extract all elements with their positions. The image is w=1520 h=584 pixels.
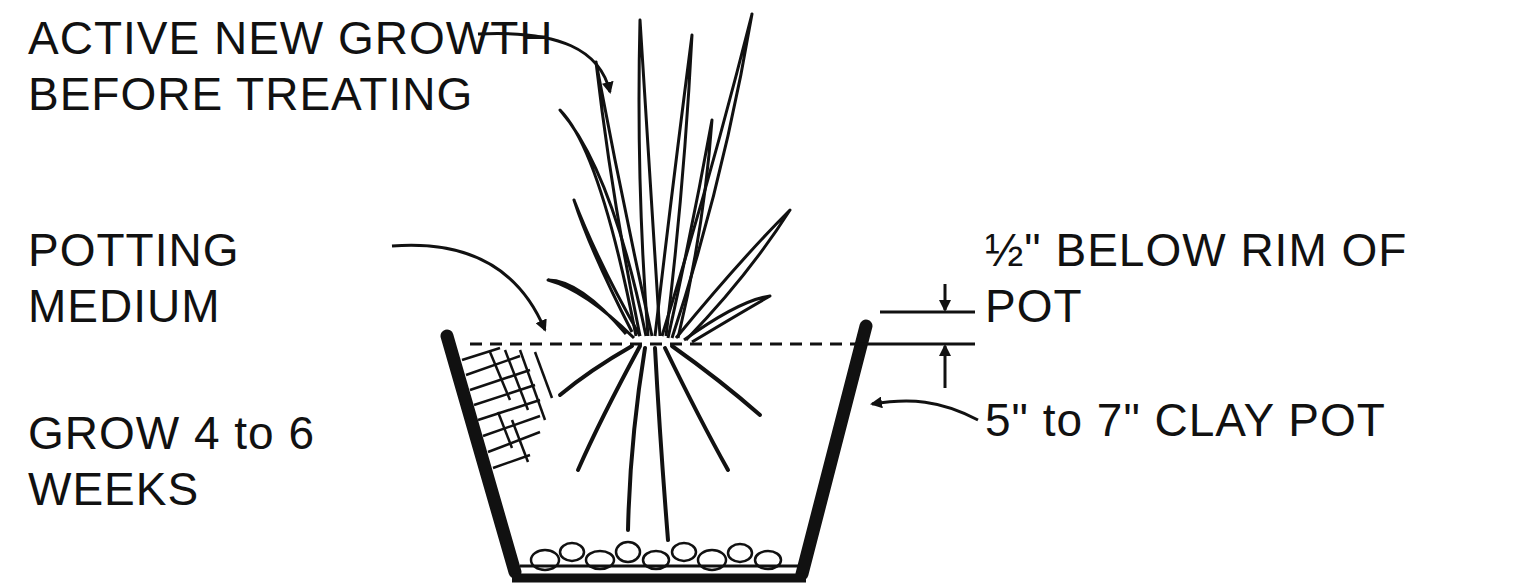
dimension-arrow (944, 346, 947, 388)
dimension-arrow (944, 284, 947, 310)
note-label: GROW 4 to 6 WEEKS (28, 405, 328, 517)
plant-roots (560, 346, 760, 540)
plant-leaves (548, 14, 790, 342)
callout-label: 5" to 7" CLAY POT (985, 392, 1520, 448)
pot-bottom (512, 574, 806, 583)
leader-line (392, 245, 545, 330)
leader-line (872, 401, 978, 420)
drainage-pebbles (531, 542, 781, 570)
pot-wall (802, 326, 866, 574)
soil-hatching (462, 348, 552, 468)
callout-label: ACTIVE NEW GROWTH BEFORE TREATING (28, 10, 568, 122)
callout-label: POTTING MEDIUM (28, 222, 358, 334)
dimension-line (880, 311, 975, 314)
soil-line (470, 343, 860, 346)
dimension-line (860, 343, 975, 346)
pot-wall (447, 336, 515, 572)
dimension-label: ½" BELOW RIM OF POT (985, 222, 1505, 334)
